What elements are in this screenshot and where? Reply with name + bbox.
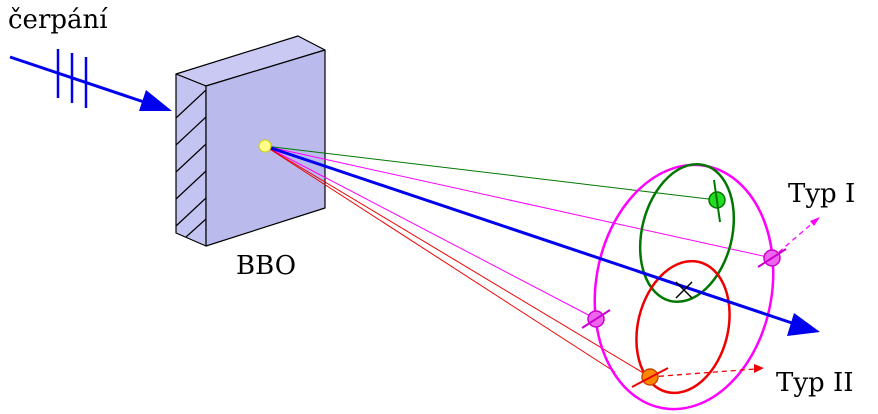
photon-green (708, 179, 726, 223)
pump-label: čerpání (8, 5, 108, 35)
type1-cone-ring (593, 163, 775, 411)
type1-label: Typ I (788, 179, 855, 209)
bbo-label: BBO (236, 251, 296, 281)
photon-orange (631, 367, 669, 388)
emission-spot (258, 139, 272, 153)
emitted-rays (264, 145, 773, 378)
type2-arrow (649, 364, 764, 378)
type2-label: Typ II (776, 368, 853, 398)
transmitted-pump (264, 144, 820, 336)
type2-red-ring (635, 259, 731, 395)
pump-beam (9, 49, 172, 111)
type1-arrow (771, 217, 820, 259)
photon-pink-left (581, 309, 611, 329)
type2-green-ring (638, 162, 736, 304)
beam-center-cross (675, 281, 693, 299)
photon-pink-right (757, 248, 787, 268)
crystal-hatching (175, 89, 207, 238)
bbo-crystal (175, 35, 326, 247)
